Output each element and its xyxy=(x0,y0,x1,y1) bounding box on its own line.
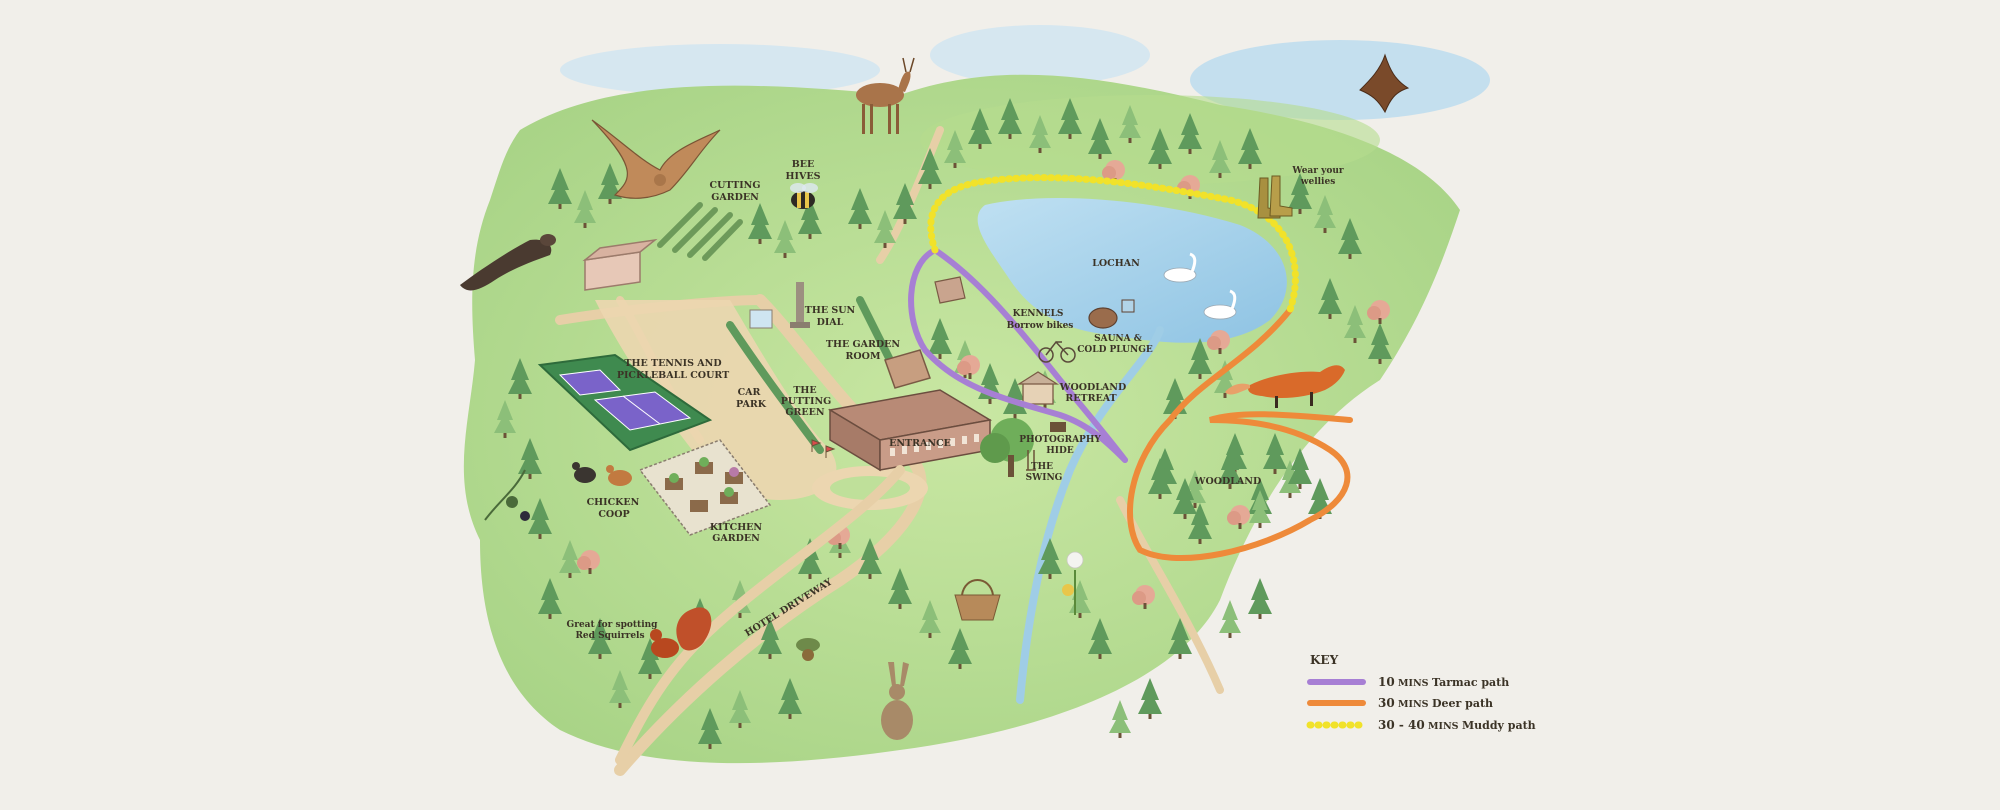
label-squirrels: Great for spotting xyxy=(567,620,659,630)
oak-tree-icon xyxy=(980,418,1034,477)
label-garden-room: THE GARDEN xyxy=(826,339,900,350)
woodland-retreat-building xyxy=(1016,371,1060,405)
label-cutting-garden: CUTTING xyxy=(710,180,761,191)
key-item-tarmac: 10 MINS Tarmac path xyxy=(1307,675,1509,689)
deer-icon xyxy=(856,57,915,134)
map-key: KEY 10 MINS Tarmac path 30 MINS Deer pat… xyxy=(1306,653,1536,732)
bramble-icon xyxy=(484,469,530,521)
label-swing-2: SWING xyxy=(1026,473,1063,483)
bicycle-icon xyxy=(1038,340,1076,363)
label-chicken-coop-2: COOP xyxy=(598,509,629,520)
label-sun-dial-2: DIAL xyxy=(817,317,844,328)
fox-icon xyxy=(1225,365,1345,408)
label-putting-green: THE xyxy=(793,385,816,396)
kitchen-garden-beds xyxy=(638,439,772,536)
label-sauna-2: COLD PLUNGE xyxy=(1077,345,1153,355)
label-chicken-coop: CHICKEN xyxy=(587,497,640,508)
wellies-icon xyxy=(1257,175,1293,219)
label-cutting-garden-2: GARDEN xyxy=(711,192,759,203)
tarmac-path-upper xyxy=(932,247,1128,463)
garden-room-building xyxy=(884,349,931,389)
pine-marten-icon xyxy=(460,234,556,291)
muddy-path xyxy=(927,174,1299,314)
hill-shade xyxy=(920,95,1380,185)
hazelnut-icon xyxy=(796,638,820,661)
hen-icon xyxy=(572,462,632,486)
label-entrance: ENTRANCE xyxy=(889,438,951,449)
barn-building xyxy=(582,238,658,291)
key-time-muddy: 30 - 40 xyxy=(1378,718,1425,732)
tennis-pickleball-court xyxy=(537,353,713,452)
label-squirrels-2: Red Squirrels xyxy=(575,631,644,641)
sauna-hut xyxy=(1088,299,1135,329)
tarmac-path xyxy=(908,247,1128,463)
hare-icon xyxy=(881,662,913,740)
label-putting-green-3: GREEN xyxy=(785,407,824,418)
label-tennis: THE TENNIS AND xyxy=(624,358,721,369)
label-bee-hives-2: HIVES xyxy=(786,171,821,182)
hotel-driveway xyxy=(615,465,905,765)
swing-icon xyxy=(1026,450,1036,471)
key-time-deer: 30 xyxy=(1378,696,1395,710)
cutting-garden-beds xyxy=(657,202,743,261)
label-woodland: WOODLAND xyxy=(1194,476,1261,487)
kestrel-icon xyxy=(591,119,721,199)
label-kennels-2: Borrow bikes xyxy=(1007,321,1074,331)
key-time-tarmac: 10 xyxy=(1378,675,1395,689)
label-wellies-2: wellies xyxy=(1300,177,1336,187)
label-swing: THE xyxy=(1031,462,1053,472)
key-mins-deer: MINS xyxy=(1398,699,1429,710)
key-item-deer: 30 MINS Deer path xyxy=(1307,696,1493,710)
deer-path xyxy=(1127,307,1353,562)
label-kennels: KENNELS xyxy=(1013,309,1064,319)
label-putting-green-2: PUTTING xyxy=(781,396,831,407)
label-woodland-retreat: WOODLAND xyxy=(1059,382,1126,393)
label-car-park-2: PARK xyxy=(736,399,767,410)
label-garden-room-2: ROOM xyxy=(846,351,881,362)
stream xyxy=(1016,326,1164,704)
squirrel-icon xyxy=(650,607,712,658)
key-item-muddy: 30 - 40 MINS Muddy path xyxy=(1306,718,1536,732)
label-kitchen-garden: KITCHEN xyxy=(710,522,763,533)
bee-icon xyxy=(790,183,818,209)
map-labels: CUTTING GARDEN BEE HIVES LOCHAN Wear you… xyxy=(567,159,1344,641)
sun-dial-icon xyxy=(790,282,810,328)
key-desc-deer: Deer path xyxy=(1432,697,1493,710)
swan-icon xyxy=(1163,252,1237,320)
hedges xyxy=(726,296,894,454)
red-kite-icon xyxy=(1359,53,1410,114)
key-desc-muddy: Muddy path xyxy=(1462,719,1536,732)
label-car-park: CAR xyxy=(738,387,761,398)
label-bee-hives: BEE xyxy=(792,159,815,170)
key-mins-tarmac: MINS xyxy=(1398,678,1429,689)
photography-hide-icon xyxy=(1050,422,1066,432)
label-sauna: SAUNA & xyxy=(1094,334,1142,344)
label-wellies: Wear your xyxy=(1291,166,1344,176)
label-woodland-retreat-2: RETREAT xyxy=(1065,393,1116,404)
label-photography-hide: PHOTOGRAPHY xyxy=(1019,435,1101,445)
label-photography-hide-2: HIDE xyxy=(1046,446,1074,456)
key-desc-tarmac: Tarmac path xyxy=(1432,676,1509,689)
dandelion-icon xyxy=(1062,551,1084,615)
key-title: KEY xyxy=(1310,653,1339,667)
key-mins-muddy: MINS xyxy=(1428,721,1459,732)
sky-wash xyxy=(560,25,1490,120)
basket-icon xyxy=(954,579,1001,621)
hotel-building xyxy=(827,389,993,472)
label-kitchen-garden-2: GARDEN xyxy=(712,533,760,544)
label-sun-dial: THE SUN xyxy=(805,305,856,316)
putting-green-flags xyxy=(811,439,836,458)
car-park-area xyxy=(595,300,837,500)
fountain-icon xyxy=(749,309,773,329)
kennels-building xyxy=(934,276,966,304)
label-tennis-2: PICKLEBALL COURT xyxy=(617,370,729,381)
label-lochan: LOCHAN xyxy=(1092,258,1140,269)
